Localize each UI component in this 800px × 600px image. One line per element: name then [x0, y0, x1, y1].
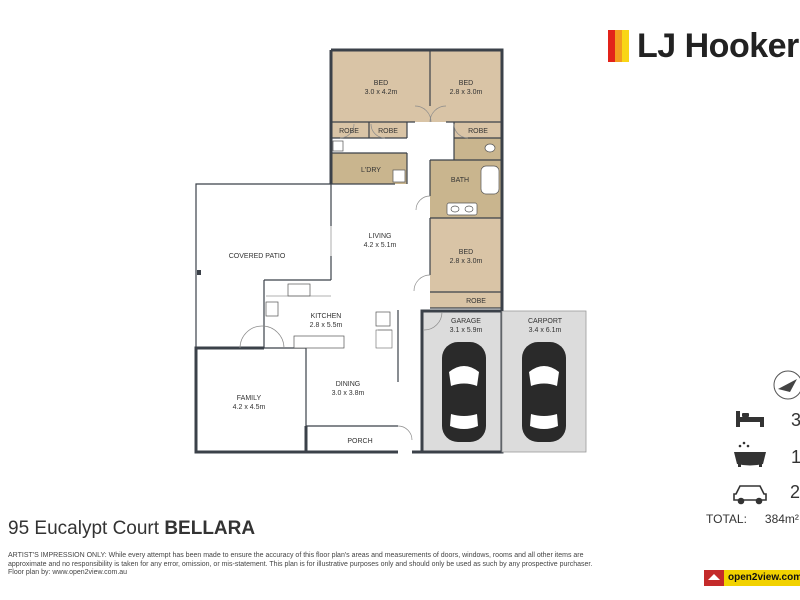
label-bed3: BED	[459, 249, 473, 256]
bath-icon	[734, 441, 766, 467]
property-address: 95 Eucalypt Court BELLARA	[8, 518, 255, 540]
dims-kitchen: 2.8 x 5.5m	[310, 322, 343, 329]
robe-fill-4	[430, 292, 502, 308]
label-robe3: ROBE	[468, 128, 488, 135]
patio-post	[197, 270, 201, 275]
label-carport: CARPORT	[528, 318, 563, 325]
dims-garage: 3.1 x 5.9m	[450, 327, 483, 334]
toilet-fill	[454, 138, 502, 160]
dims-bed3: 2.8 x 3.0m	[450, 258, 483, 265]
open2view-label: open2view.com	[728, 572, 800, 583]
logo-bar-red	[608, 30, 615, 62]
label-kitchen: KITCHEN	[311, 313, 342, 320]
total-area: TOTAL: 384m²	[706, 512, 799, 526]
disclaimer: ARTIST'S IMPRESSION ONLY: While every at…	[8, 552, 608, 578]
dims-bed2: 2.8 x 3.0m	[450, 89, 483, 96]
logo-bar-orange	[615, 30, 622, 62]
label-covered-patio: COVERED PATIO	[229, 253, 286, 260]
car-carport	[522, 342, 566, 442]
label-robe2: ROBE	[378, 128, 398, 135]
label-bath: BATH	[451, 177, 469, 184]
bed-icon	[736, 411, 764, 427]
robe-fill-1	[331, 122, 369, 138]
total-label: TOTAL:	[706, 512, 747, 526]
cars-count: 2	[790, 482, 800, 502]
lj-hooker-logo: LJ Hooker	[608, 28, 799, 64]
bed2-fill	[430, 50, 502, 122]
compass-icon	[773, 370, 800, 400]
label-bed1: BED	[374, 80, 388, 87]
disclaimer-line-2: approximate and no responsibility is tak…	[8, 560, 593, 568]
brand-name: LJ Hooker	[637, 27, 799, 65]
open2view-logo-icon	[704, 570, 800, 586]
lj-hooker-bars-icon	[608, 30, 629, 62]
label-robe4: ROBE	[466, 298, 486, 305]
car-garage	[442, 342, 486, 442]
dims-family: 4.2 x 4.5m	[233, 404, 266, 411]
label-porch: PORCH	[347, 438, 372, 445]
label-dining: DINING	[336, 381, 361, 388]
label-living: LIVING	[369, 233, 392, 240]
dims-living: 4.2 x 5.1m	[364, 242, 397, 249]
label-robe1: ROBE	[339, 128, 359, 135]
bed1-fill	[331, 50, 430, 122]
car-icon	[733, 485, 767, 505]
bed3-fill	[430, 218, 502, 292]
address-suburb: BELLARA	[164, 518, 256, 539]
beds-count: 3	[791, 410, 800, 430]
disclaimer-line-1: ARTIST'S IMPRESSION ONLY: While every at…	[8, 552, 584, 559]
robe-fill-3	[454, 122, 502, 138]
label-laundry: L'DRY	[361, 167, 381, 174]
dims-bed1: 3.0 x 4.2m	[365, 89, 398, 96]
label-garage: GARAGE	[451, 318, 481, 325]
baths-count: 1	[791, 447, 800, 467]
logo-bar-yellow	[622, 30, 629, 62]
address-street: 95 Eucalypt Court	[8, 518, 160, 539]
dims-dining: 3.0 x 3.8m	[332, 390, 365, 397]
robe-fill-2	[369, 122, 407, 138]
total-value: 384m²	[764, 512, 799, 526]
dims-carport: 3.4 x 6.1m	[529, 327, 562, 334]
label-bed2: BED	[459, 80, 473, 87]
label-family: FAMILY	[237, 395, 262, 402]
disclaimer-line-3: Floor plan by: www.open2view.com.au	[8, 569, 128, 577]
